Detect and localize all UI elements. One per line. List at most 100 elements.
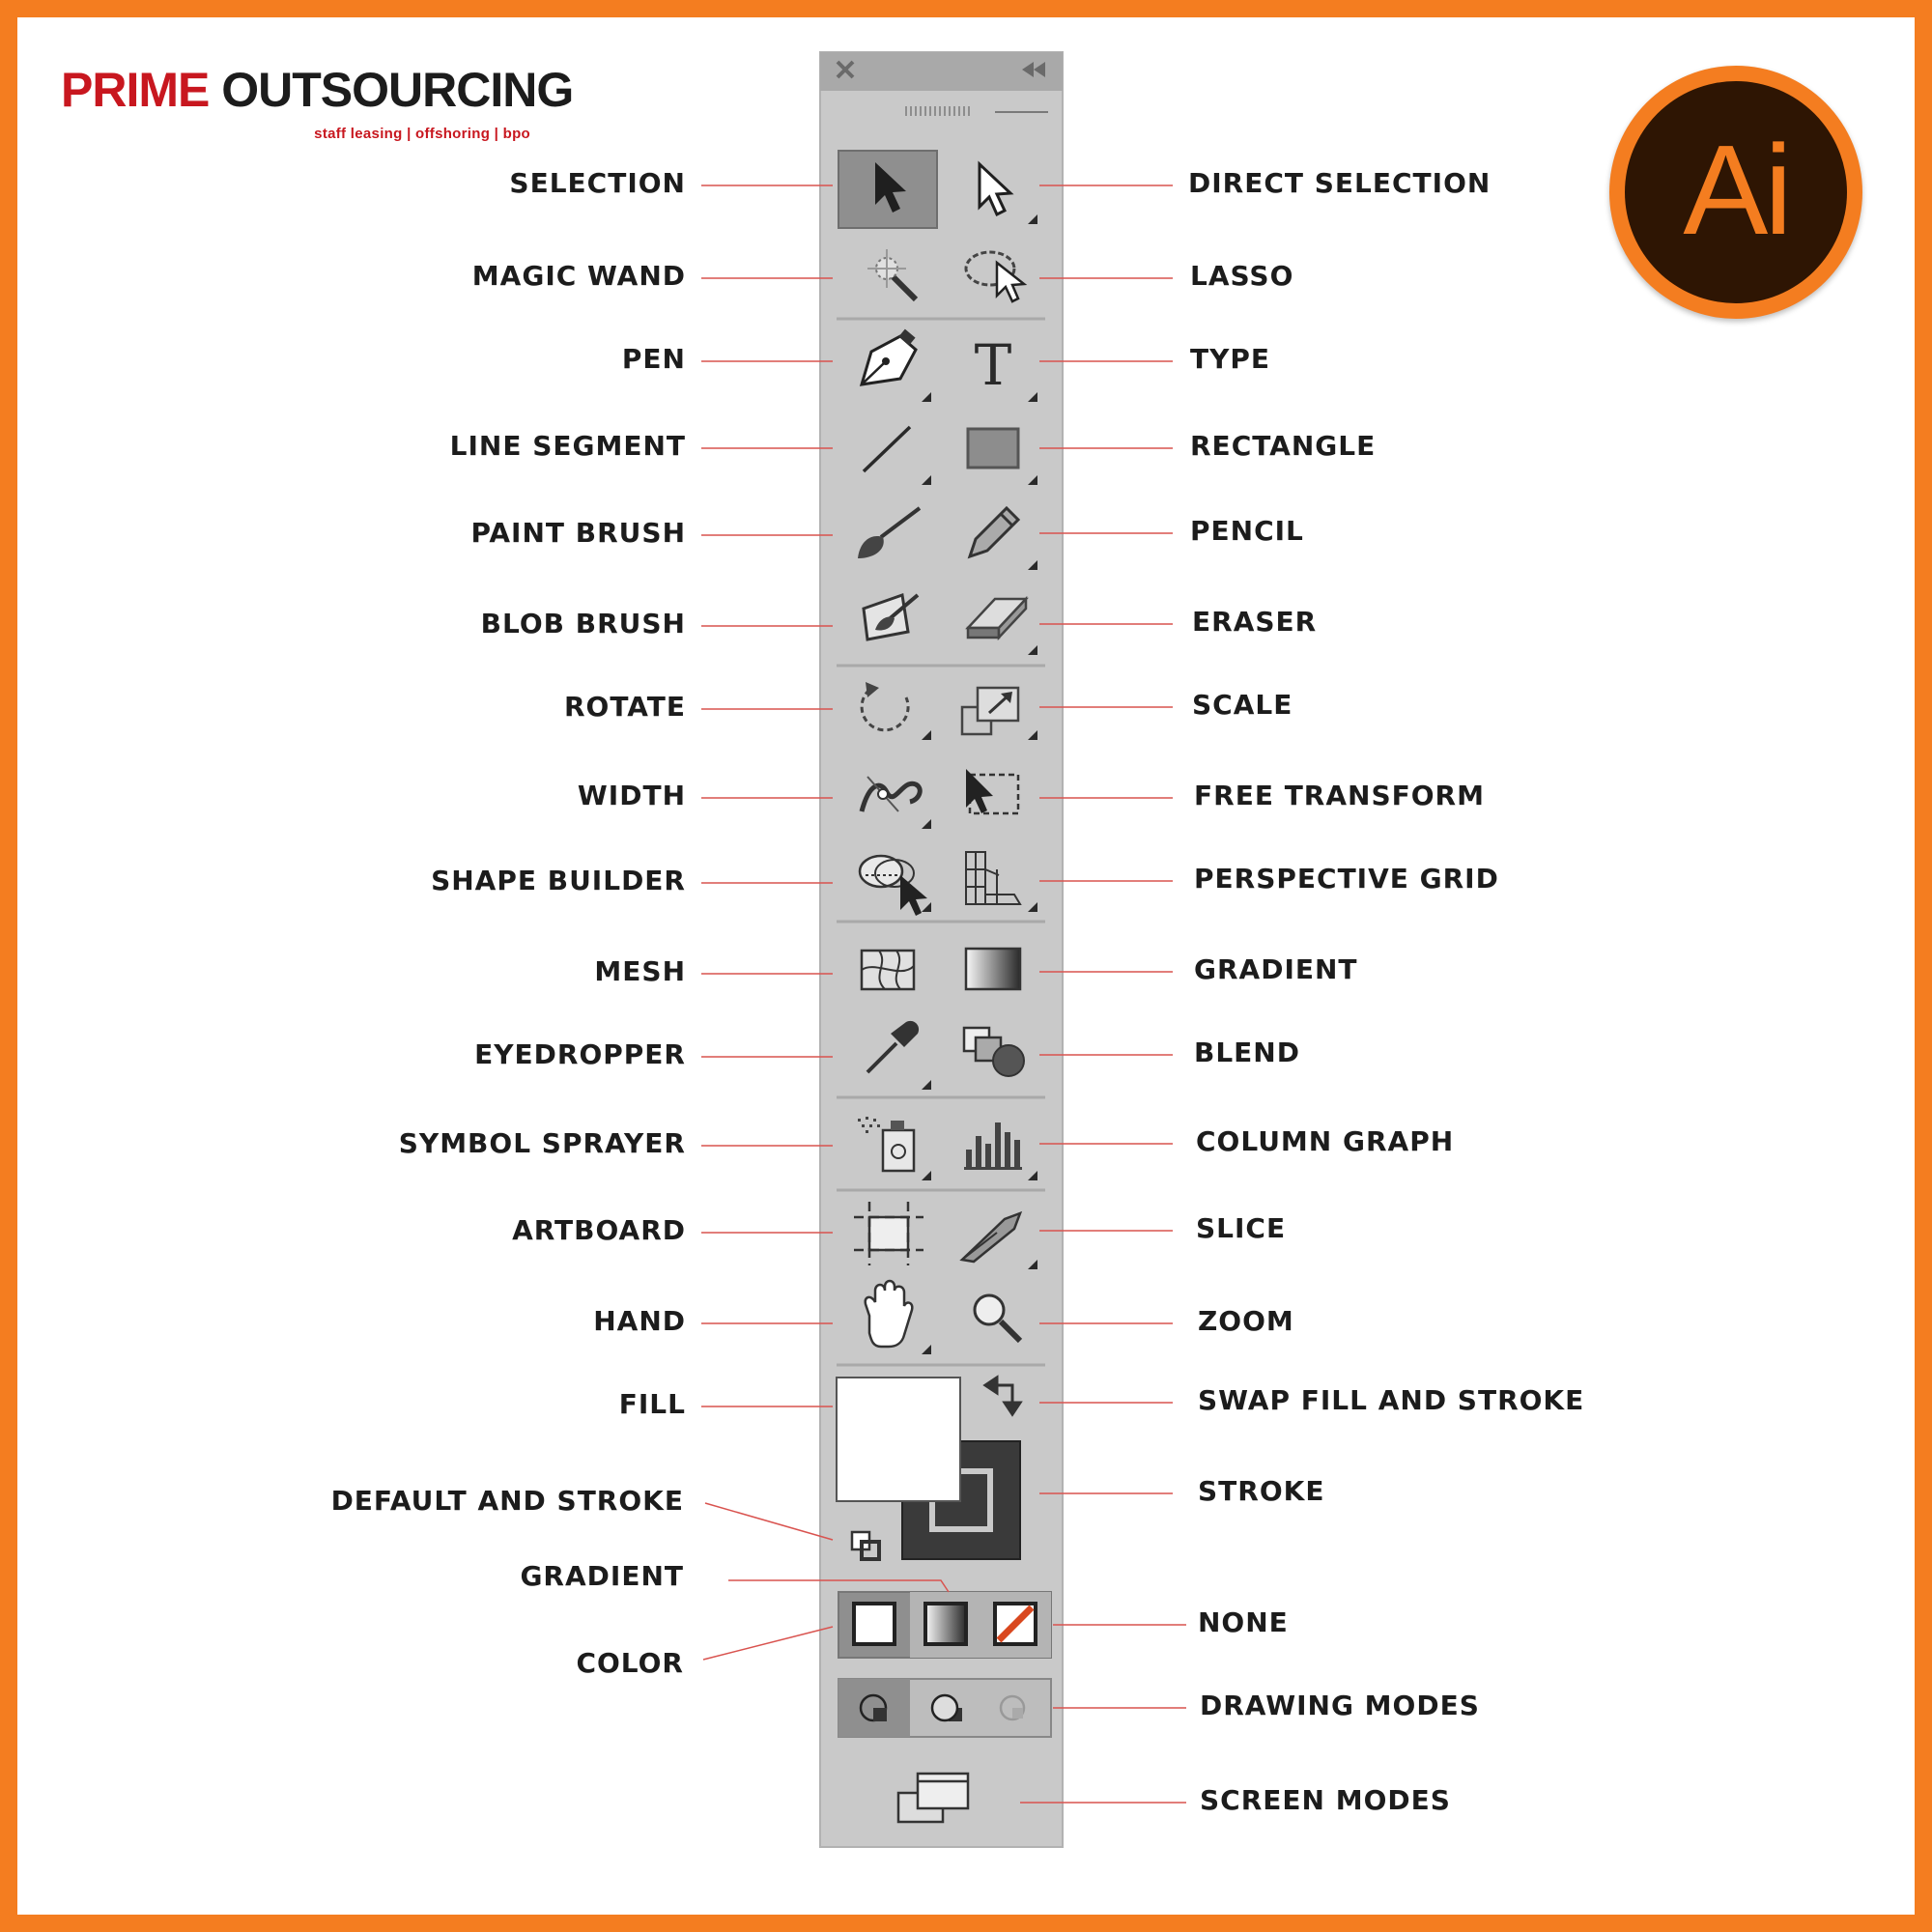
width-icon <box>859 776 923 812</box>
hand-tool-button[interactable] <box>864 1279 931 1354</box>
label-free-transform: FREE TRANSFORM <box>1194 780 1485 811</box>
swap-arrows-icon[interactable] <box>982 1375 1023 1417</box>
scale-tool-button[interactable] <box>960 686 1037 740</box>
label-stroke: STROKE <box>1198 1475 1325 1507</box>
eraser-icon <box>965 595 1029 641</box>
perspective-grid-icon <box>965 851 1022 905</box>
pencil-icon <box>967 505 1021 559</box>
slice-icon <box>959 1210 1023 1264</box>
tools-panel <box>819 51 1064 1848</box>
tool-group-separators <box>837 317 1045 1367</box>
label-zoom: ZOOM <box>1198 1305 1294 1337</box>
blob-brush-icon <box>862 592 920 641</box>
pen-tool-button[interactable] <box>859 328 931 402</box>
fill-swatch[interactable] <box>836 1377 961 1502</box>
label-drawing-modes: DRAWING MODES <box>1200 1690 1480 1721</box>
label-gradient-mode: GRADIENT <box>520 1560 684 1592</box>
label-mesh: MESH <box>594 955 686 987</box>
label-none: NONE <box>1198 1606 1289 1638</box>
symbol-sprayer-tool-button[interactable] <box>858 1117 931 1180</box>
direct-selection-arrow-icon <box>978 160 1014 217</box>
label-screen-modes: SCREEN MODES <box>1200 1784 1451 1816</box>
type-tool-button[interactable]: T <box>975 332 1037 402</box>
paint-brush-icon <box>858 506 922 558</box>
gradient-mode-icon[interactable] <box>923 1602 968 1646</box>
label-default-and-stroke: DEFAULT AND STROKE <box>330 1485 684 1517</box>
eyedropper-icon <box>866 1020 920 1074</box>
line-segment-icon <box>862 425 912 473</box>
blend-tool-button[interactable] <box>962 1026 1025 1077</box>
mesh-tool-button[interactable] <box>860 949 916 991</box>
label-gradient: GRADIENT <box>1194 953 1358 985</box>
pencil-tool-button[interactable] <box>967 505 1037 570</box>
shape-builder-tool-button[interactable] <box>858 854 931 916</box>
label-hand: HAND <box>593 1305 686 1337</box>
none-mode-icon[interactable] <box>993 1602 1037 1646</box>
hand-icon <box>864 1279 914 1349</box>
fill-stroke-area <box>836 1375 1023 1561</box>
rotate-tool-button[interactable] <box>860 682 931 740</box>
gradient-tool-button[interactable] <box>964 947 1022 991</box>
blob-brush-tool-button[interactable] <box>862 592 920 641</box>
pen-icon <box>859 328 918 386</box>
label-blend: BLEND <box>1194 1037 1300 1068</box>
app-icon-inner: Ai <box>1625 81 1847 303</box>
symbol-sprayer-icon <box>858 1117 916 1173</box>
column-graph-icon <box>964 1122 1022 1170</box>
label-perspective-grid: PERSPECTIVE GRID <box>1194 863 1499 895</box>
label-swap-fill-and-stroke: SWAP FILL AND STROKE <box>1198 1384 1585 1416</box>
rectangle-tool-button[interactable] <box>966 427 1037 485</box>
free-transform-tool-button[interactable] <box>966 769 1020 815</box>
draw-behind-icon[interactable] <box>930 1693 962 1722</box>
free-transform-icon <box>966 769 1020 815</box>
label-pen: PEN <box>621 343 686 375</box>
selection-arrow-icon <box>875 162 906 213</box>
screen-modes-icon[interactable] <box>896 1772 970 1824</box>
logo-brand-prime: PRIME <box>61 63 210 117</box>
direct-selection-tool-button[interactable] <box>978 160 1037 224</box>
label-width: WIDTH <box>577 780 686 811</box>
draw-inside-icon[interactable] <box>999 1694 1026 1721</box>
collapse-panel-icon[interactable] <box>1022 62 1045 77</box>
label-line-segment: LINE SEGMENT <box>449 430 686 462</box>
close-icon[interactable] <box>836 60 855 79</box>
eraser-tool-button[interactable] <box>965 595 1037 655</box>
magic-wand-icon <box>867 249 919 302</box>
eyedropper-tool-button[interactable] <box>866 1020 931 1090</box>
draw-normal-icon[interactable] <box>859 1693 888 1722</box>
label-blob-brush: BLOB BRUSH <box>480 608 686 639</box>
paint-brush-tool-button[interactable] <box>858 506 922 558</box>
color-mode-icon[interactable] <box>852 1602 896 1646</box>
rotate-icon <box>860 682 910 732</box>
perspective-grid-tool-button[interactable] <box>965 851 1037 912</box>
artboard-tool-button[interactable] <box>854 1202 923 1265</box>
label-rectangle: RECTANGLE <box>1190 430 1377 462</box>
selection-tool-button[interactable] <box>838 150 938 229</box>
rectangle-icon <box>966 427 1020 469</box>
mesh-icon <box>860 949 916 991</box>
app-icon-text: Ai <box>1683 118 1792 261</box>
line-segment-tool-button[interactable] <box>862 425 931 485</box>
panel-grip-icon[interactable] <box>905 106 1048 116</box>
default-colors-icon[interactable] <box>850 1530 881 1561</box>
illustrator-app-icon: Ai <box>1609 66 1862 319</box>
slice-tool-button[interactable] <box>959 1210 1037 1269</box>
zoom-icon <box>973 1293 1023 1344</box>
scale-icon <box>960 686 1020 736</box>
color-mode-bar <box>838 1591 1052 1659</box>
label-selection: SELECTION <box>509 167 686 199</box>
type-icon: T <box>975 332 1012 398</box>
label-lasso: LASSO <box>1190 260 1294 292</box>
column-graph-tool-button[interactable] <box>964 1122 1037 1180</box>
magic-wand-tool-button[interactable] <box>867 249 919 302</box>
shape-builder-icon <box>858 854 927 916</box>
blend-icon <box>962 1026 1025 1077</box>
width-tool-button[interactable] <box>859 776 931 829</box>
label-type: TYPE <box>1190 343 1271 375</box>
company-logo: PRIME OUTSOURCING staff leasing | offsho… <box>61 63 574 142</box>
label-scale: SCALE <box>1192 689 1293 721</box>
zoom-tool-button[interactable] <box>973 1293 1023 1344</box>
label-fill: FILL <box>618 1388 686 1420</box>
lasso-tool-button[interactable] <box>964 250 1028 303</box>
